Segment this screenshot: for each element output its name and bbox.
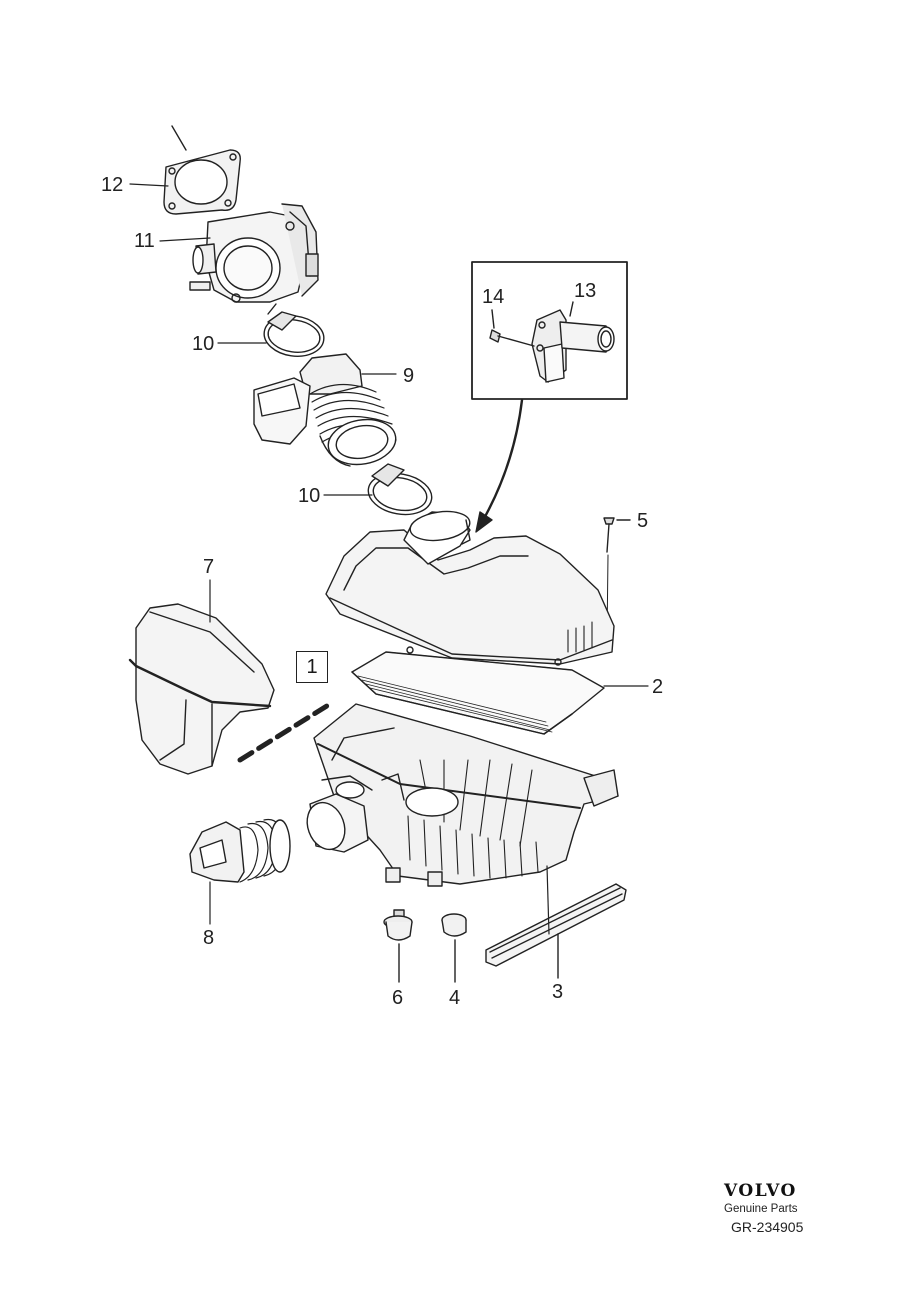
label-part-6: 6: [392, 987, 404, 1009]
genuine-parts-text: Genuine Parts: [724, 1203, 798, 1215]
detail-callout-maf-sensor: [471, 261, 628, 400]
label-part-3: 3: [552, 981, 564, 1003]
label-part-8: 8: [203, 927, 215, 949]
inlet-duct-part-8: [189, 818, 291, 883]
label-part-4: 4: [449, 987, 461, 1009]
intake-hose-part-9: [253, 353, 397, 467]
leader-lines: [129, 183, 649, 935]
label-part-13: 13: [574, 280, 597, 302]
gasket-part-12: [163, 125, 241, 215]
label-part-11: 11: [134, 230, 155, 252]
label-part-10-lower: 10: [298, 485, 321, 507]
grommet-part-4: [441, 913, 467, 983]
label-part-2: 2: [652, 676, 664, 698]
document-number: GR-234905: [731, 1219, 804, 1235]
volvo-logo-text: VOLVO: [724, 1181, 797, 1201]
label-part-7: 7: [203, 556, 215, 578]
edge-strip-part-3: [485, 883, 627, 979]
hose-clamp-part-10-upper: [263, 303, 325, 357]
air-filter-part-2: [351, 651, 605, 735]
reference-box-1: [237, 701, 333, 763]
label-part-1: 1: [296, 651, 328, 683]
label-part-14: 14: [482, 286, 505, 308]
pointer-arrow: [475, 398, 524, 533]
grommet-part-6: [383, 909, 413, 983]
label-part-9: 9: [403, 365, 415, 387]
airbox-lid: [325, 510, 615, 666]
hose-clamp-part-10-lower: [367, 463, 433, 516]
throttle-body-part-11: [189, 203, 319, 303]
screw-part-5: [603, 517, 631, 641]
label-part-12: 12: [101, 174, 124, 196]
resonator-part-7: [128, 603, 275, 775]
label-part-10-upper: 10: [192, 333, 215, 355]
label-part-5: 5: [637, 510, 649, 532]
airbox-lower-housing: [306, 703, 619, 887]
